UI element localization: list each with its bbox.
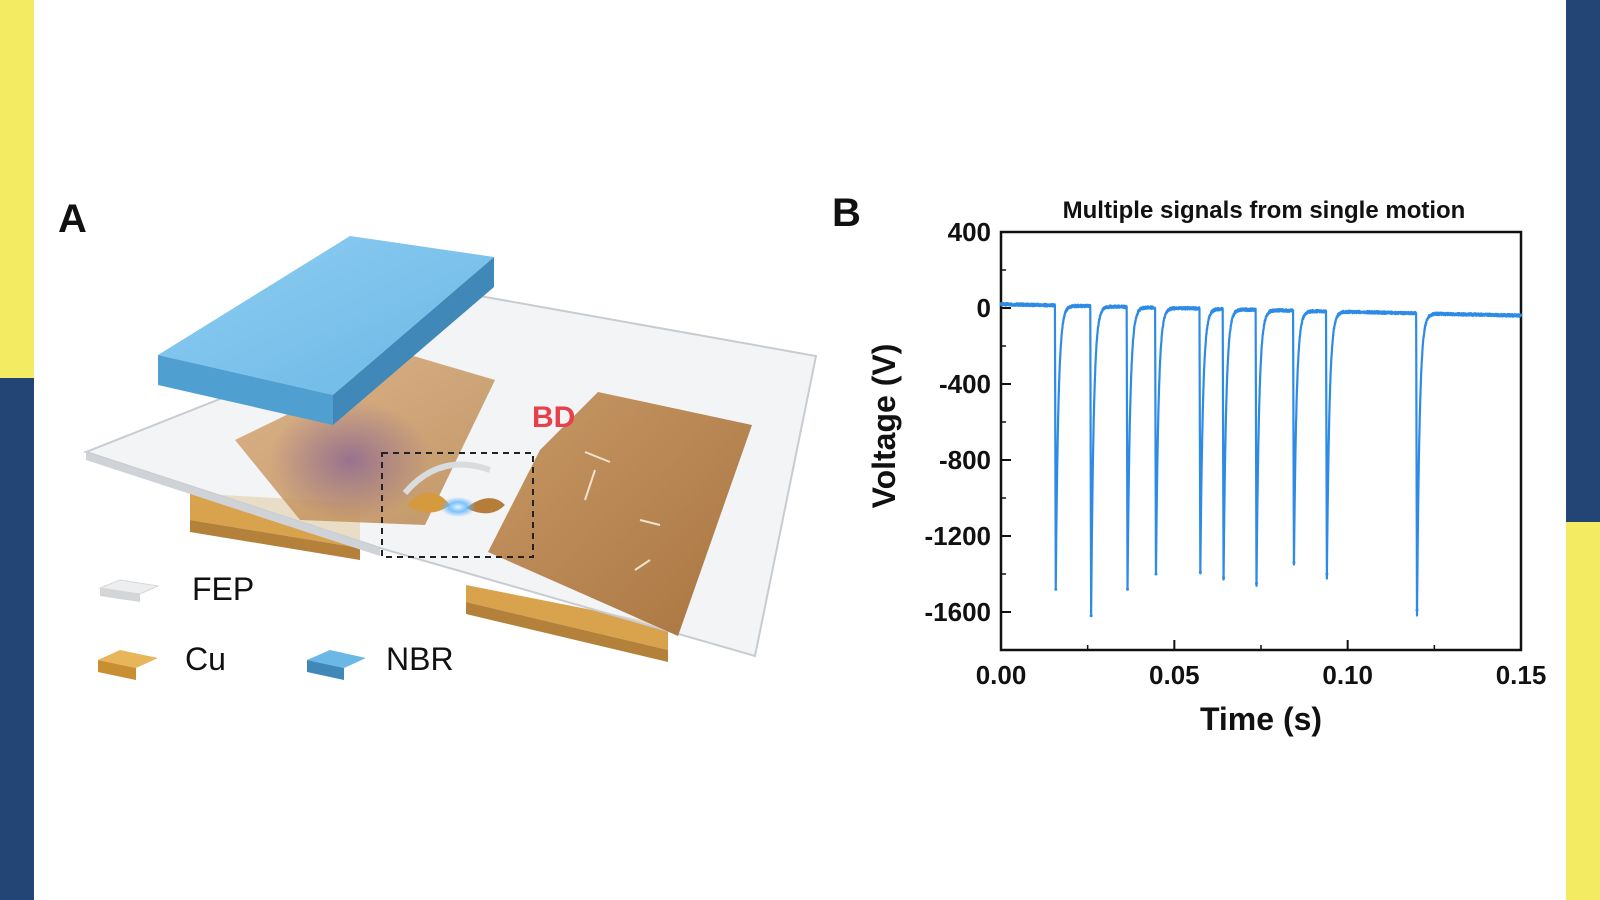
peak-point <box>1222 576 1226 580</box>
legend-swatch-cu <box>98 650 158 668</box>
panel-a-label: A <box>58 197 87 241</box>
series-line-voltage <box>999 301 1523 617</box>
legend: FEP Cu NBR <box>98 571 454 680</box>
y-axis-title: Voltage (V) <box>866 344 902 509</box>
gap-right-tip <box>466 498 505 514</box>
peak-point <box>1089 614 1093 618</box>
cu-strip-right-side <box>466 602 668 662</box>
x-tick-label: 0.15 <box>1496 660 1547 690</box>
peak-point <box>1325 572 1329 576</box>
cu-electrode-right <box>488 392 752 636</box>
fep-curl <box>402 461 492 495</box>
peak-point <box>1126 587 1130 591</box>
y-tick-label: 400 <box>948 217 991 247</box>
y-tick-label: -1200 <box>925 521 992 551</box>
peak-point <box>1054 587 1058 591</box>
left-navy-bar <box>0 378 34 900</box>
peak-point <box>1415 608 1419 612</box>
scratch-marks <box>584 451 661 571</box>
peak-point <box>1292 561 1296 565</box>
y-tick-label: 0 <box>977 293 991 323</box>
cu-strip-right <box>466 585 668 650</box>
nbr-block-top <box>158 236 494 395</box>
right-yellow-bar <box>1566 522 1600 900</box>
ticks-layer <box>1000 231 1522 650</box>
legend-swatch-fep-side <box>100 588 140 602</box>
y-tick-label: -400 <box>939 369 991 399</box>
peak-markers <box>1054 561 1419 618</box>
y-tick-label: -1600 <box>925 597 992 627</box>
nbr-block-side <box>333 257 494 425</box>
nbr-block-front <box>158 355 333 425</box>
device-schematic: A BD FEP Cu <box>58 197 818 680</box>
left-yellow-bar <box>0 0 34 378</box>
charge-haze <box>270 400 430 520</box>
peak-point <box>1198 570 1202 574</box>
x-tick-label: 0.10 <box>1322 660 1373 690</box>
gap-left-tip <box>407 492 450 513</box>
chart-title: Multiple signals from single motion <box>1063 197 1466 224</box>
x-tick-label: 0.05 <box>1149 660 1200 690</box>
y-tick-label: -800 <box>939 445 991 475</box>
fep-film-edge <box>86 452 380 556</box>
legend-label-cu: Cu <box>185 641 226 677</box>
zoom-box <box>381 452 534 558</box>
legend-swatch-cu-side <box>98 660 136 680</box>
tick-labels-layer: 0.00 0.05 0.10 0.15 400 0 -400 -800 -1200 -1600 <box>925 217 1547 690</box>
x-tick-label: 0.00 <box>976 660 1027 690</box>
peak-point <box>1254 582 1258 585</box>
legend-swatch-nbr <box>307 650 366 668</box>
legend-swatch-nbr-side <box>307 660 344 680</box>
right-navy-bar <box>1566 0 1600 522</box>
breakdown-label: BD <box>532 401 575 434</box>
peak-point <box>1154 572 1158 576</box>
legend-label-fep: FEP <box>192 571 254 607</box>
legend-label-nbr: NBR <box>386 641 454 677</box>
discharge-spark <box>440 497 476 517</box>
plot-frame <box>999 230 1523 652</box>
panel-b-label: B <box>832 191 861 235</box>
cu-strip-left-side <box>190 520 360 560</box>
x-axis-title: Time (s) <box>1200 701 1322 737</box>
